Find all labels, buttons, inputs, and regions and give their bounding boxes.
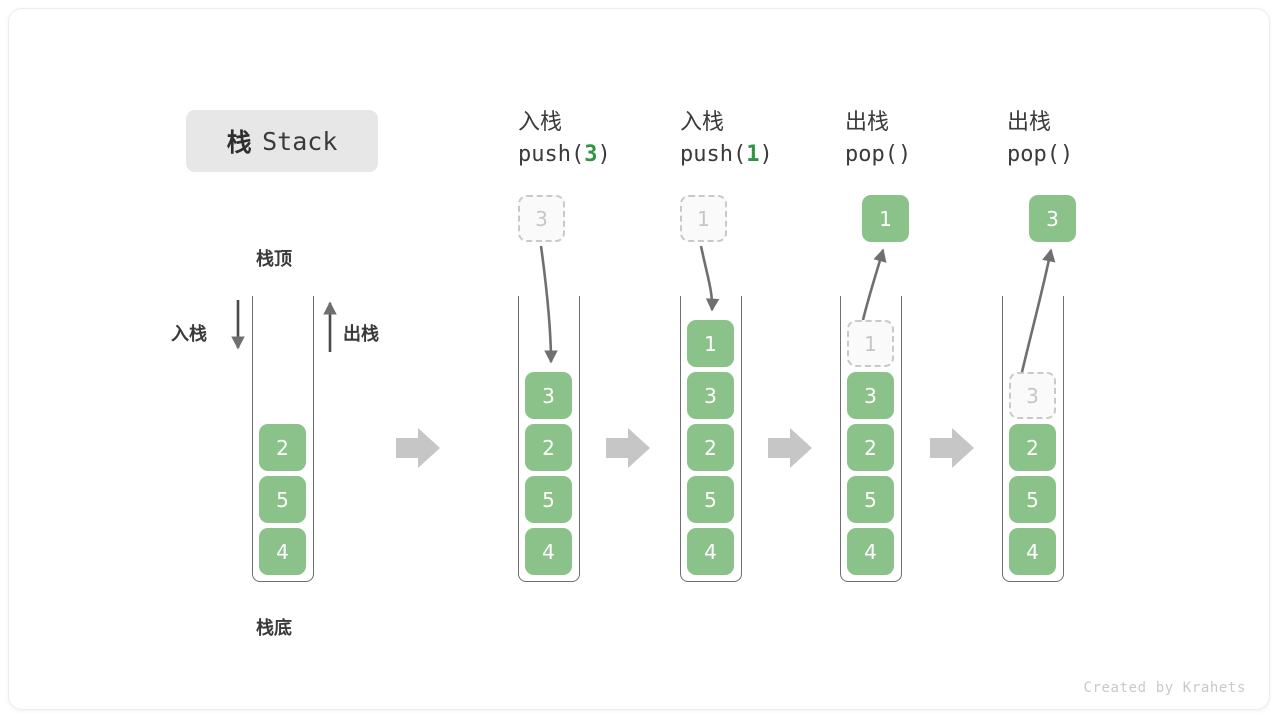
title-badge: 栈 Stack bbox=[186, 110, 378, 172]
code-arg: 1 bbox=[746, 142, 760, 167]
code-arg: 3 bbox=[584, 142, 598, 167]
label-pop-side: 出栈 bbox=[343, 324, 379, 345]
caption-push-3: 入栈 push(3) bbox=[518, 108, 688, 172]
caption-line-code: pop() bbox=[845, 138, 1015, 172]
code-pre: pop( bbox=[1007, 142, 1060, 167]
label-push-side: 入栈 bbox=[171, 324, 207, 345]
caption-line-cn: 入栈 bbox=[518, 110, 563, 135]
code-pre: push( bbox=[518, 142, 585, 167]
code-pre: push( bbox=[680, 142, 747, 167]
stack-cell: 4 bbox=[687, 528, 734, 575]
floating-value-box: 1 bbox=[680, 195, 727, 242]
stack-cell: 2 bbox=[1009, 424, 1056, 471]
stack-cell: 4 bbox=[525, 528, 572, 575]
stack-cell: 2 bbox=[687, 424, 734, 471]
stack-cell-removed: 3 bbox=[1009, 372, 1056, 419]
popped-value-box: 3 bbox=[1029, 195, 1076, 242]
stack-container-push-1 bbox=[680, 296, 742, 582]
stack-cell: 5 bbox=[525, 476, 572, 523]
code-post: ) bbox=[597, 142, 611, 167]
caption-push-1: 入栈 push(1) bbox=[680, 108, 850, 172]
stack-cell: 1 bbox=[687, 320, 734, 367]
caption-pop-2: 出栈 pop() bbox=[1007, 108, 1177, 172]
floating-value-box: 3 bbox=[518, 195, 565, 242]
stack-container-pop-2 bbox=[1002, 296, 1064, 582]
stack-cell: 4 bbox=[1009, 528, 1056, 575]
code-post: ) bbox=[1059, 142, 1074, 167]
stack-cell: 2 bbox=[525, 424, 572, 471]
caption-line-cn: 入栈 bbox=[680, 110, 725, 135]
stack-container-initial bbox=[252, 296, 314, 582]
stack-cell: 4 bbox=[847, 528, 894, 575]
caption-line-code: push(1) bbox=[680, 138, 850, 172]
code-post: ) bbox=[759, 142, 773, 167]
stack-cell: 4 bbox=[259, 528, 306, 575]
title-cn: 栈 bbox=[226, 128, 253, 157]
popped-value-box: 1 bbox=[862, 195, 909, 242]
stack-cell: 5 bbox=[687, 476, 734, 523]
watermark-credit: Created by Krahets bbox=[1083, 680, 1246, 696]
stack-cell: 3 bbox=[687, 372, 734, 419]
caption-line-code: pop() bbox=[1007, 138, 1177, 172]
caption-pop-1: 出栈 pop() bbox=[845, 108, 1015, 172]
stack-cell: 3 bbox=[847, 372, 894, 419]
stack-cell: 3 bbox=[525, 372, 572, 419]
title-en: Stack bbox=[262, 126, 338, 156]
stack-cell: 5 bbox=[1009, 476, 1056, 523]
caption-line-code: push(3) bbox=[518, 138, 688, 172]
stack-cell: 5 bbox=[847, 476, 894, 523]
stack-container-push-3 bbox=[518, 296, 580, 582]
stack-cell: 2 bbox=[847, 424, 894, 471]
stack-cell-removed: 1 bbox=[847, 320, 894, 367]
code-post: ) bbox=[897, 142, 912, 167]
label-stack-bottom: 栈底 bbox=[256, 618, 292, 639]
caption-line-cn: 出栈 bbox=[845, 110, 890, 135]
stack-cell: 2 bbox=[259, 424, 306, 471]
stack-container-pop-1 bbox=[840, 296, 902, 582]
code-pre: pop( bbox=[845, 142, 898, 167]
stack-cell: 5 bbox=[259, 476, 306, 523]
caption-line-cn: 出栈 bbox=[1007, 110, 1052, 135]
label-stack-top: 栈顶 bbox=[256, 249, 292, 270]
